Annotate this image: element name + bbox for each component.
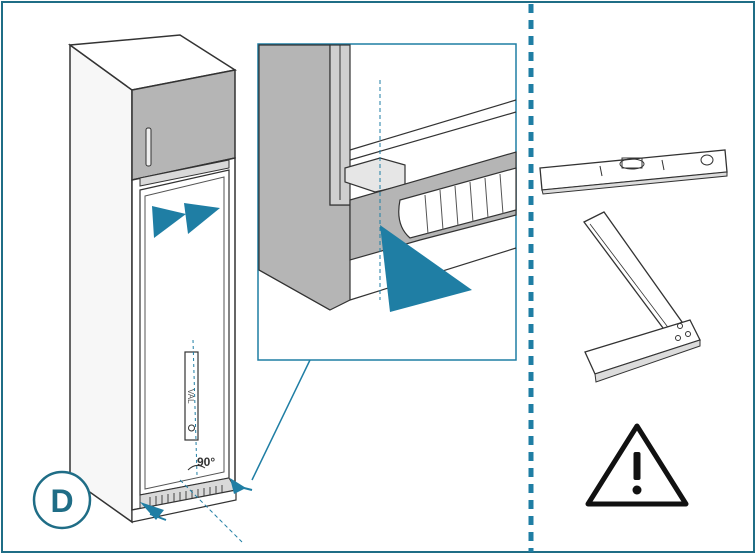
inset-door-bottom-line-2 (349, 111, 517, 161)
bottom-left-arrow-icon (140, 502, 164, 520)
zoom-inset (257, 43, 517, 361)
angle-label: 90° (197, 455, 215, 469)
step-badge: D (32, 470, 92, 530)
inset-door-bottom-line-1 (349, 99, 517, 151)
spirit-level-icon (539, 149, 728, 195)
door-spirit-level (184, 351, 199, 441)
bottom-right-arrow-stem (235, 485, 253, 491)
top-rail (139, 159, 230, 187)
inset-arrow-icon (380, 225, 472, 312)
slide-arrow-icon (152, 203, 220, 238)
warning-icon (585, 423, 689, 507)
appliance-door-inner (144, 176, 225, 490)
angle-arc (187, 464, 206, 471)
callout-leader-line (251, 359, 311, 481)
bottom-arrow-stem (149, 513, 167, 521)
try-square-icon (583, 211, 701, 383)
upper-door-handle (145, 127, 152, 167)
cabinet-side-panel (69, 43, 133, 524)
tall-cabinet: VAL 90° (67, 34, 243, 543)
inset-grille (398, 167, 517, 239)
inset-floor-line (258, 269, 331, 311)
step-badge-circle (32, 470, 92, 530)
vertical-guide-line (192, 339, 198, 476)
diagonal-guide-line (179, 479, 243, 543)
door-level-text: VAL (186, 389, 195, 404)
door-level-vial (188, 424, 195, 432)
step-badge-letter: D (50, 483, 73, 519)
inset-grille-slots (424, 173, 504, 235)
